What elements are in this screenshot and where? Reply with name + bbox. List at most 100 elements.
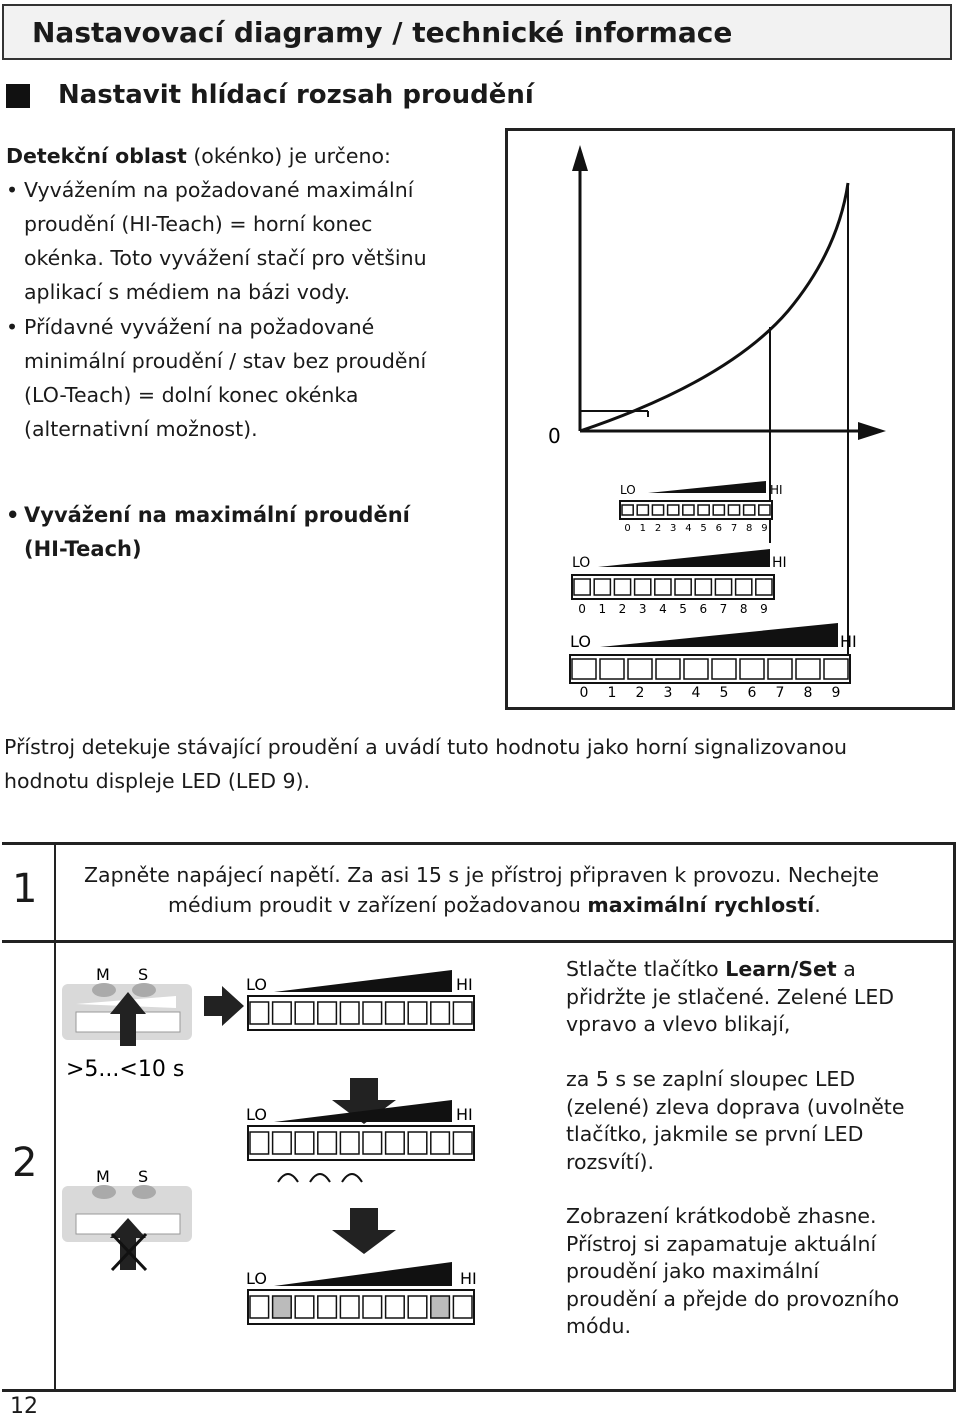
row-divider (2, 940, 956, 943)
bullet2-line: (alternativní možnost). (24, 417, 258, 441)
led-cell (636, 504, 650, 516)
led-cell (430, 1295, 451, 1319)
step2-text-c: Zobrazení krátkodobě zhasne. Přístroj si… (566, 1204, 900, 1338)
led-cell (712, 504, 726, 516)
chase-arrows-icon (277, 1173, 363, 1183)
lo-label: LO (570, 632, 591, 651)
led-cell (384, 1001, 405, 1025)
device-button-panel-1: M S (62, 965, 192, 1046)
bullet2-line: Přídavné vyvážení na požadované (24, 315, 375, 339)
led-cell (758, 504, 771, 516)
setting-diagram: 0 LO HI LO HI LO HI (505, 128, 955, 710)
scale-digit: 3 (670, 523, 676, 534)
x-axis-arrow (858, 422, 886, 440)
hi-label: HI (456, 975, 473, 994)
led-cell (271, 1001, 292, 1025)
ramp (600, 623, 838, 647)
intro-lead-rest: (okénko) je určeno: (186, 144, 391, 168)
scale-digit: 3 (664, 685, 673, 701)
scale-digit: 0 (624, 523, 630, 534)
hi-label: HI (772, 555, 787, 571)
button-s-label: S (138, 1167, 148, 1186)
arrow-down-icon-1 (332, 1078, 396, 1124)
led-cell (339, 1295, 360, 1319)
zero-label: 0 (548, 424, 561, 448)
hi-teach-heading: • Vyvážení na maximální proudění (HI-Tea… (6, 498, 410, 561)
led-cell (599, 658, 625, 680)
hi-label: HI (770, 483, 783, 497)
led-cell (294, 1131, 315, 1155)
led-cell (666, 504, 680, 516)
scale-digit: 7 (776, 685, 785, 701)
lo-label: LO (246, 1269, 267, 1288)
led-cell (294, 1001, 315, 1025)
led-cell (452, 1001, 473, 1025)
led-cell (317, 1295, 338, 1319)
bullet1-line: proudění (HI-Teach) = horní konec (24, 212, 373, 236)
scale-digit: 5 (700, 523, 706, 534)
led-cell (627, 658, 653, 680)
led-cell (452, 1131, 473, 1155)
scale-digit: 4 (692, 685, 701, 701)
scale-digit: 6 (748, 685, 757, 701)
led-cell (407, 1001, 428, 1025)
scale-digit: 9 (832, 685, 841, 701)
led-cell (249, 1131, 270, 1155)
hi-label: HI (456, 1105, 473, 1124)
step1-line1: Zapněte napájecí napětí. Za asi 15 s je … (84, 863, 879, 887)
bullet2-line: minimální proudění / stav bez proudění (24, 349, 427, 373)
diagram-svg: 0 LO HI LO HI LO HI (548, 145, 886, 701)
led-cell (294, 1295, 315, 1319)
button-m-label: M (96, 1167, 110, 1186)
scale-digit: 2 (655, 523, 661, 534)
led-cell (430, 1131, 451, 1155)
hi-teach-line2: (HI-Teach) (24, 537, 142, 561)
led-cell (697, 504, 710, 516)
button-m-label: M (96, 965, 110, 984)
led-cell (742, 504, 756, 516)
scale-digit: 7 (720, 602, 728, 616)
led-cell (317, 1001, 338, 1025)
led-cell (452, 1295, 473, 1319)
led-cell (271, 1131, 292, 1155)
scale-digit: 9 (761, 523, 767, 534)
led-cell (407, 1131, 428, 1155)
scale-digit: 7 (731, 523, 737, 534)
led-cell (651, 504, 665, 516)
scale-digit: 4 (685, 523, 691, 534)
led-cell (430, 1001, 451, 1025)
release-arrow-icon (110, 1218, 146, 1270)
device-para-line2: hodnotu displeje LED (LED 9). (4, 769, 311, 793)
led-cell (249, 1001, 270, 1025)
led-cell (694, 578, 713, 596)
lo-label: LO (572, 555, 590, 571)
timing-label: >5...<10 s (66, 1057, 184, 1082)
led-cell (571, 658, 597, 680)
led-cell (407, 1295, 428, 1319)
led-cell (711, 658, 737, 680)
scale-digit: 0 (578, 602, 586, 616)
led-cell (362, 1131, 383, 1155)
lo-label: LO (620, 483, 636, 497)
led-cell (317, 1131, 338, 1155)
led-cell (362, 1295, 383, 1319)
press-arrow-icon (110, 992, 146, 1046)
button-s (132, 983, 156, 997)
led-cell (573, 578, 591, 596)
scale-digit: 6 (699, 602, 707, 616)
led-cell (339, 1001, 360, 1025)
hi-label: HI (840, 632, 857, 651)
led-cell (714, 578, 733, 596)
arrow-right-icon (204, 986, 244, 1026)
led-cell (384, 1295, 405, 1319)
led-cell (654, 578, 672, 596)
scale-digit: 8 (746, 523, 752, 534)
led-cell (823, 658, 849, 680)
led-cell (633, 578, 652, 596)
page-title-bar: Nastavovací diagramy / technické informa… (2, 4, 952, 60)
device-button-panel-2: M S (62, 1167, 192, 1272)
step-number-column (2, 842, 56, 1392)
steps-table (2, 842, 956, 1392)
scale-digit: 3 (639, 602, 647, 616)
intro-bullet-2: • Přídavné vyvážení na požadované minimá… (6, 310, 476, 450)
